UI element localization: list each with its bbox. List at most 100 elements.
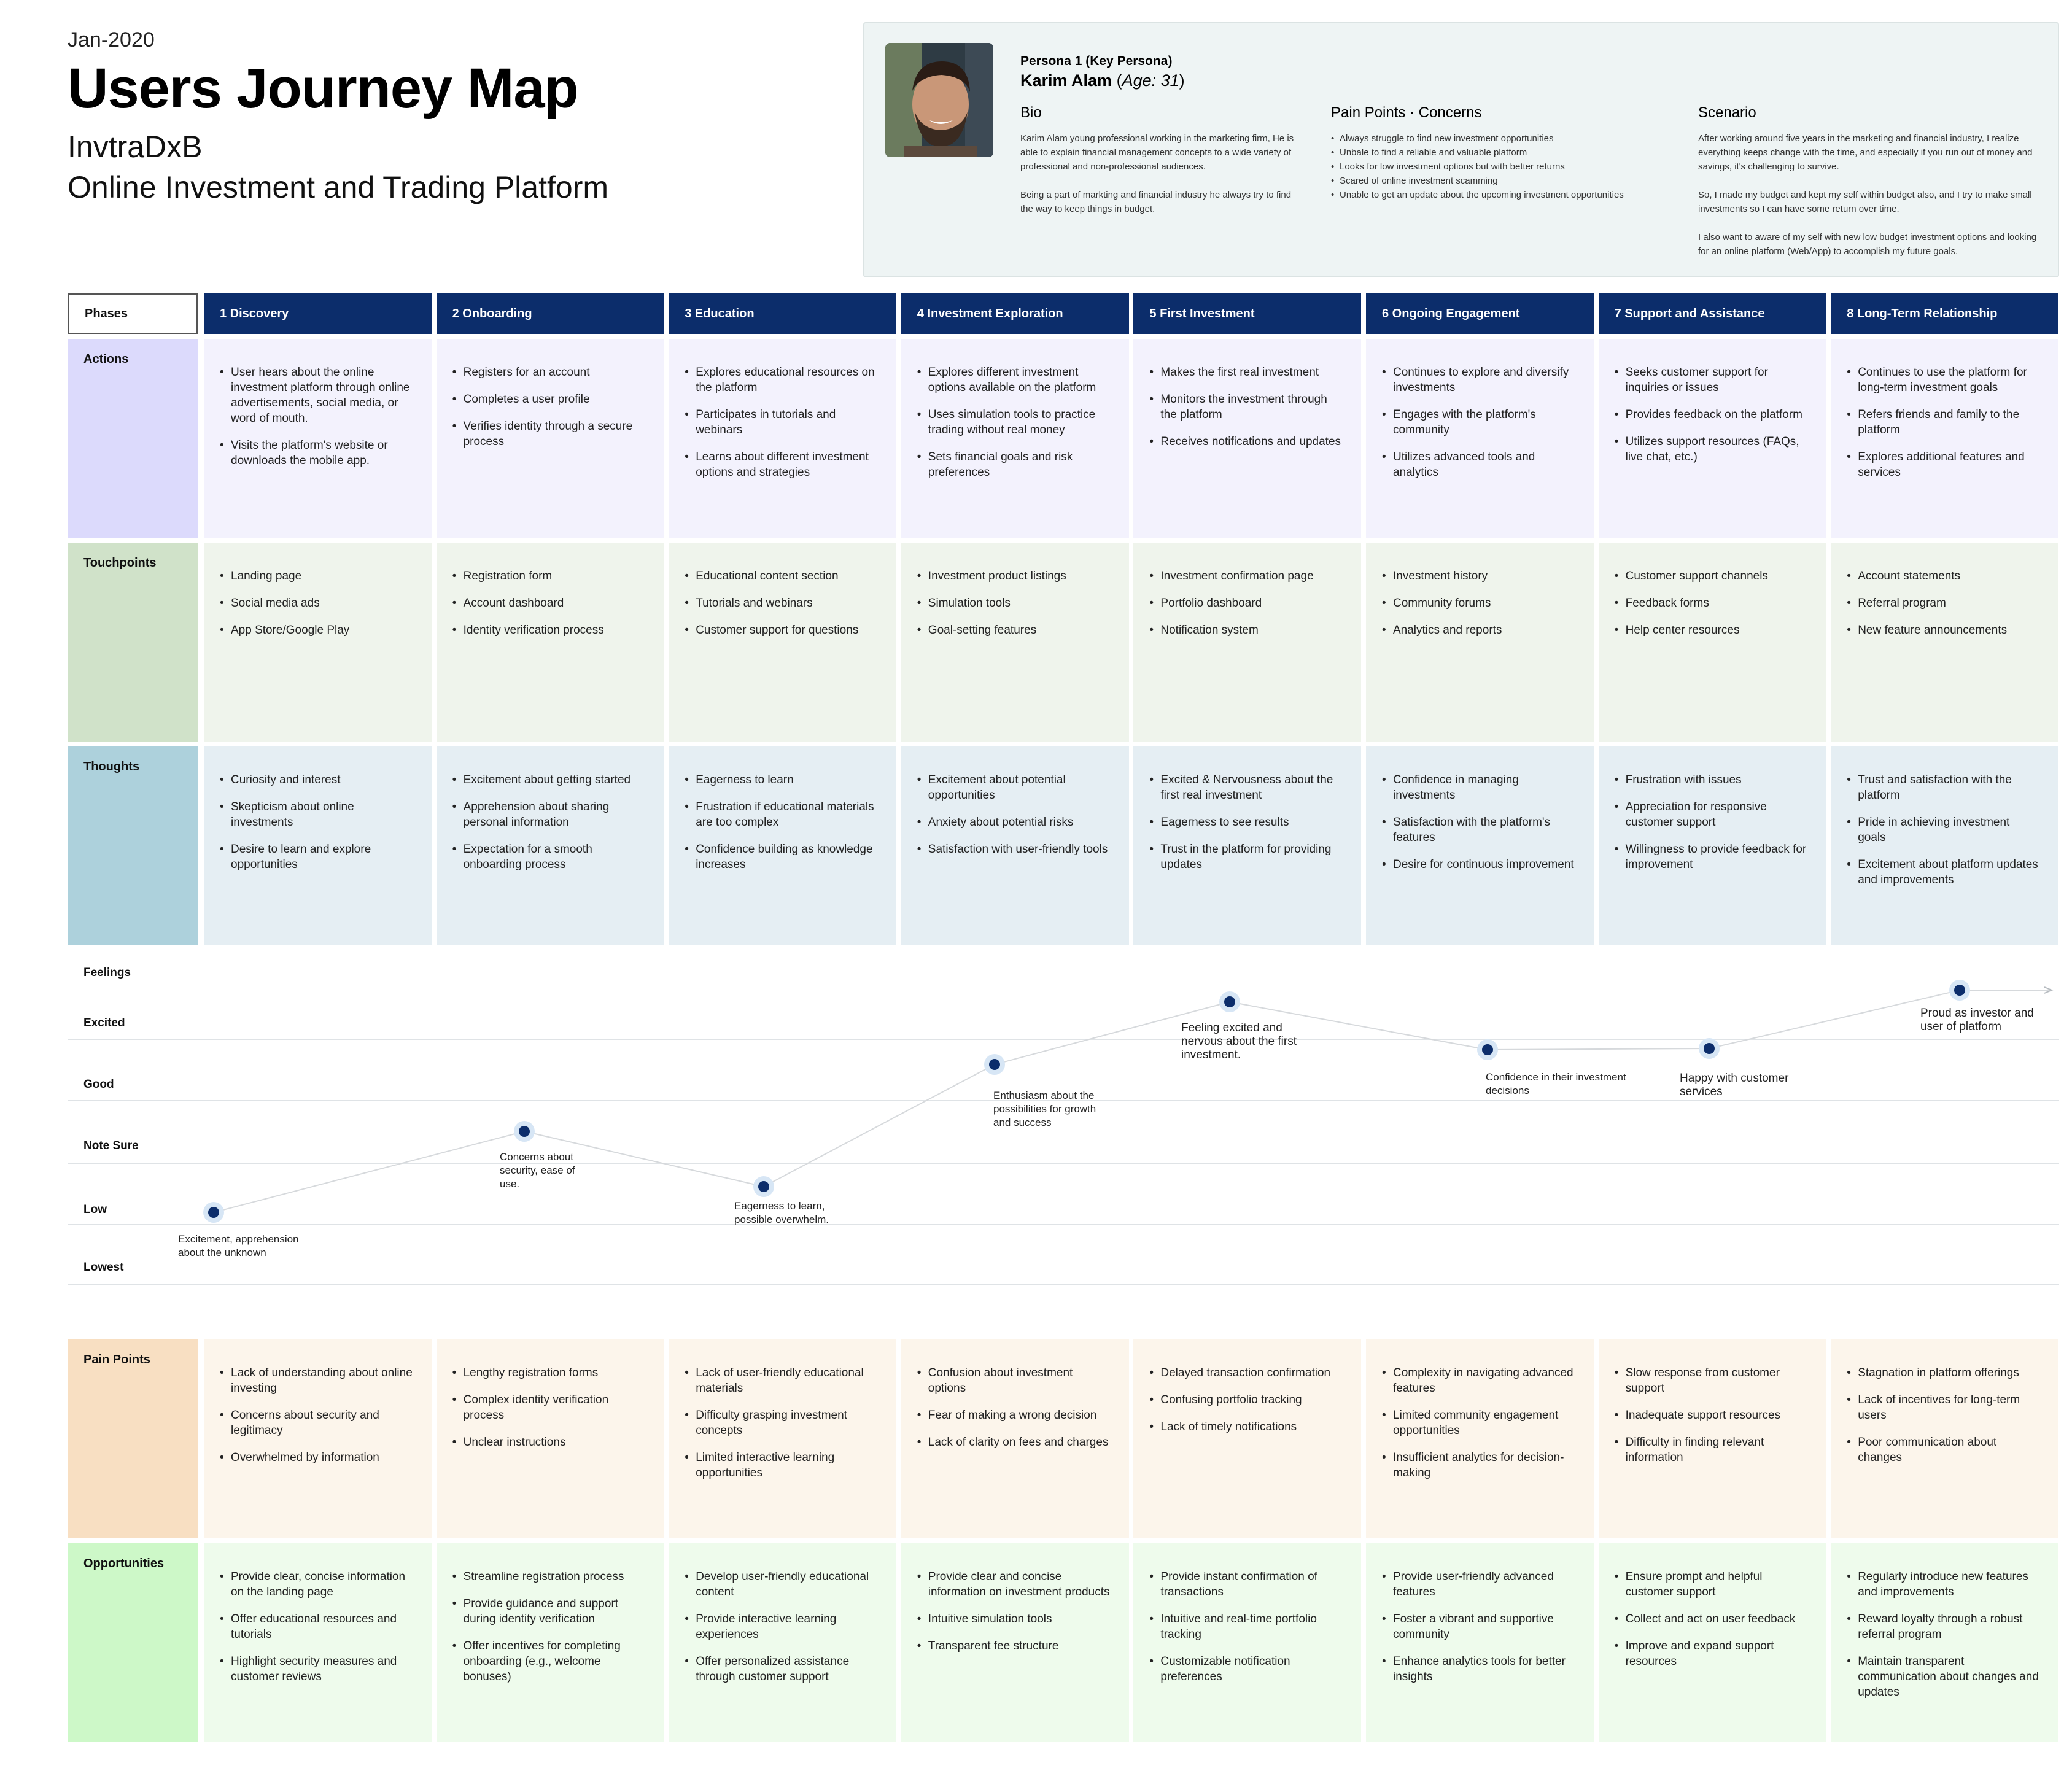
list-item: Expectation for a smooth onboarding proc… [452, 842, 646, 872]
list-item: Customer support for questions [685, 622, 878, 638]
pain-points-cell: Confusion about investment optionsFear o… [901, 1339, 1129, 1538]
list-item: Slow response from customer support [1615, 1365, 1808, 1396]
list-item: Provide user-friendly advanced features [1382, 1569, 1575, 1600]
list-item: Excitement about getting started [452, 772, 646, 788]
touchpoints-label: Touchpoints [68, 543, 198, 742]
bullet-list: Complexity in navigating advanced featur… [1382, 1365, 1575, 1481]
list-item: Reward loyalty through a robust referral… [1847, 1611, 2040, 1642]
list-item: Seeks customer support for inquiries or … [1615, 365, 1808, 395]
list-item: Sets financial goals and risk preference… [917, 449, 1111, 480]
phase-header: 7 Support and Assistance [1598, 293, 1826, 334]
list-item: Transparent fee structure [917, 1638, 1111, 1654]
feeling-level-line [68, 1163, 2059, 1164]
list-item: Desire for continuous improvement [1382, 857, 1575, 872]
actions-row: ActionsUser hears about the online inves… [68, 339, 2059, 538]
list-item: Limited interactive learning opportuniti… [685, 1450, 878, 1481]
feeling-level-label: Good [83, 1078, 114, 1091]
list-item: Customer support channels [1615, 568, 1808, 584]
persona-bio-text: Being a part of markting and financial i… [1020, 190, 1292, 214]
list-item: Provides feedback on the platform [1615, 407, 1808, 422]
list-item: New feature announcements [1847, 622, 2040, 638]
touchpoints-row: Touchpoints Landing pageSocial media adsA… [68, 543, 2059, 742]
list-item: Lack of incentives for long-term users [1847, 1392, 2040, 1423]
opportunities-cell: Provide clear and concise information on… [901, 1543, 1129, 1742]
bullet-list: Excitement about potential opportunities… [917, 772, 1111, 857]
persona-avatar [885, 43, 993, 157]
feeling-level-label: Low [83, 1203, 107, 1216]
bullet-list: Registration formAccount dashboardIdenti… [452, 568, 646, 638]
persona-age: Age: 31 [1122, 71, 1179, 90]
pain-points-cell: Lack of user-friendly educational materi… [669, 1339, 897, 1538]
bullet-list: Slow response from customer supportInade… [1615, 1365, 1808, 1465]
bullet-list: Explores different investment options av… [917, 365, 1111, 480]
bullet-list: Landing pageSocial media adsApp Store/Go… [220, 568, 413, 638]
feeling-note: Excitement, apprehension about the unkno… [178, 1233, 299, 1258]
persona-pain-points: Pain Points · Concerns Always struggle t… [1331, 104, 1675, 202]
list-item: Excitement about potential opportunities [917, 772, 1111, 803]
bullet-list: Curiosity and interestSkepticism about o… [220, 772, 413, 872]
list-item: Limited community engagement opportuniti… [1382, 1408, 1575, 1438]
persona-pain-item: Unable to get an update about the upcomi… [1331, 188, 1675, 202]
list-item: Excited & Nervousness about the first re… [1149, 772, 1343, 803]
bullet-list: Stagnation in platform offeringsLack of … [1847, 1365, 2040, 1465]
list-item: Confidence in managing investments [1382, 772, 1575, 803]
feeling-point [1704, 1043, 1715, 1054]
list-item: Registration form [452, 568, 646, 584]
list-item: Utilizes advanced tools and analytics [1382, 449, 1575, 480]
list-item: Intuitive and real-time portfolio tracki… [1149, 1611, 1343, 1642]
list-item: Identity verification process [452, 622, 646, 638]
list-item: Excitement about platform updates and im… [1847, 857, 2040, 888]
persona-bio-text: Karim Alam young professional working in… [1020, 133, 1294, 172]
list-item: Investment product listings [917, 568, 1111, 584]
list-item: Provide clear and concise information on… [917, 1569, 1111, 1600]
bullet-list: Investment confirmation pagePortfolio da… [1149, 568, 1343, 638]
bullet-list: Provide instant confirmation of transact… [1149, 1569, 1343, 1684]
bullet-list: Streamline registration processProvide g… [452, 1569, 646, 1684]
bullet-list: Lengthy registration formsComplex identi… [452, 1365, 646, 1450]
opportunities-label: Opportunities [68, 1543, 198, 1742]
feeling-point [1482, 1044, 1493, 1055]
list-item: Referral program [1847, 595, 2040, 611]
list-item: Lengthy registration forms [452, 1365, 646, 1381]
feeling-note: Concerns about security, ease of use. [500, 1151, 575, 1190]
feelings-line [213, 990, 2051, 1213]
actions-label: Actions [68, 339, 198, 538]
list-item: Completes a user profile [452, 392, 646, 407]
list-item: Overwhelmed by information [220, 1450, 413, 1465]
pain-points-cell: Slow response from customer supportInade… [1598, 1339, 1826, 1538]
list-item: Utilizes support resources (FAQs, live c… [1615, 434, 1808, 465]
list-item: Satisfaction with the platform's feature… [1382, 815, 1575, 845]
feeling-note: Happy with customer services [1680, 1072, 1789, 1098]
list-item: Inadequate support resources [1615, 1408, 1808, 1423]
bullet-list: Regularly introduce new features and imp… [1847, 1569, 2040, 1700]
list-item: Provide clear, concise information on th… [220, 1569, 413, 1600]
list-item: Help center resources [1615, 622, 1808, 638]
feeling-level-label: Note Sure [83, 1139, 139, 1152]
phase-header: 6 Ongoing Engagement [1366, 293, 1594, 334]
thoughts-row: ThoughtsCuriosity and interestSkepticism… [68, 746, 2059, 945]
list-item: Community forums [1382, 595, 1575, 611]
list-item: Notification system [1149, 622, 1343, 638]
list-item: Refers friends and family to the platfor… [1847, 407, 2040, 438]
list-item: Receives notifications and updates [1149, 434, 1343, 449]
persona-pain-item: Looks for low investment options but wit… [1331, 160, 1675, 174]
list-item: Pride in achieving investment goals [1847, 815, 2040, 845]
list-item: Complex identity verification process [452, 1392, 646, 1423]
list-item: Improve and expand support resources [1615, 1638, 1808, 1669]
list-item: Confusing portfolio tracking [1149, 1392, 1343, 1408]
arrow-icon [2044, 986, 2054, 994]
list-item: Eagerness to learn [685, 772, 878, 788]
feeling-note: Eagerness to learn, possible overwhelm. [734, 1200, 829, 1225]
persona-scenario-text: I also want to aware of my self with new… [1698, 232, 2037, 257]
persona-card: Persona 1 (Key Persona) Karim Alam (Age:… [863, 22, 2059, 277]
list-item: Willingness to provide feedback for impr… [1615, 842, 1808, 872]
thoughts-cell: Eagerness to learnFrustration if educati… [669, 746, 897, 945]
list-item: Explores educational resources on the pl… [685, 365, 878, 395]
list-item: Ensure prompt and helpful customer suppo… [1615, 1569, 1808, 1600]
thoughts-cell: Trust and satisfaction with the platform… [1831, 746, 2059, 945]
list-item: Uses simulation tools to practice tradin… [917, 407, 1111, 438]
list-item: Analytics and reports [1382, 622, 1575, 638]
touchpoints-cell: Investment confirmation pagePortfolio da… [1133, 543, 1362, 742]
persona-scenario-text: So, I made my budget and kept my self wi… [1698, 190, 2032, 214]
list-item: Portfolio dashboard [1149, 595, 1343, 611]
